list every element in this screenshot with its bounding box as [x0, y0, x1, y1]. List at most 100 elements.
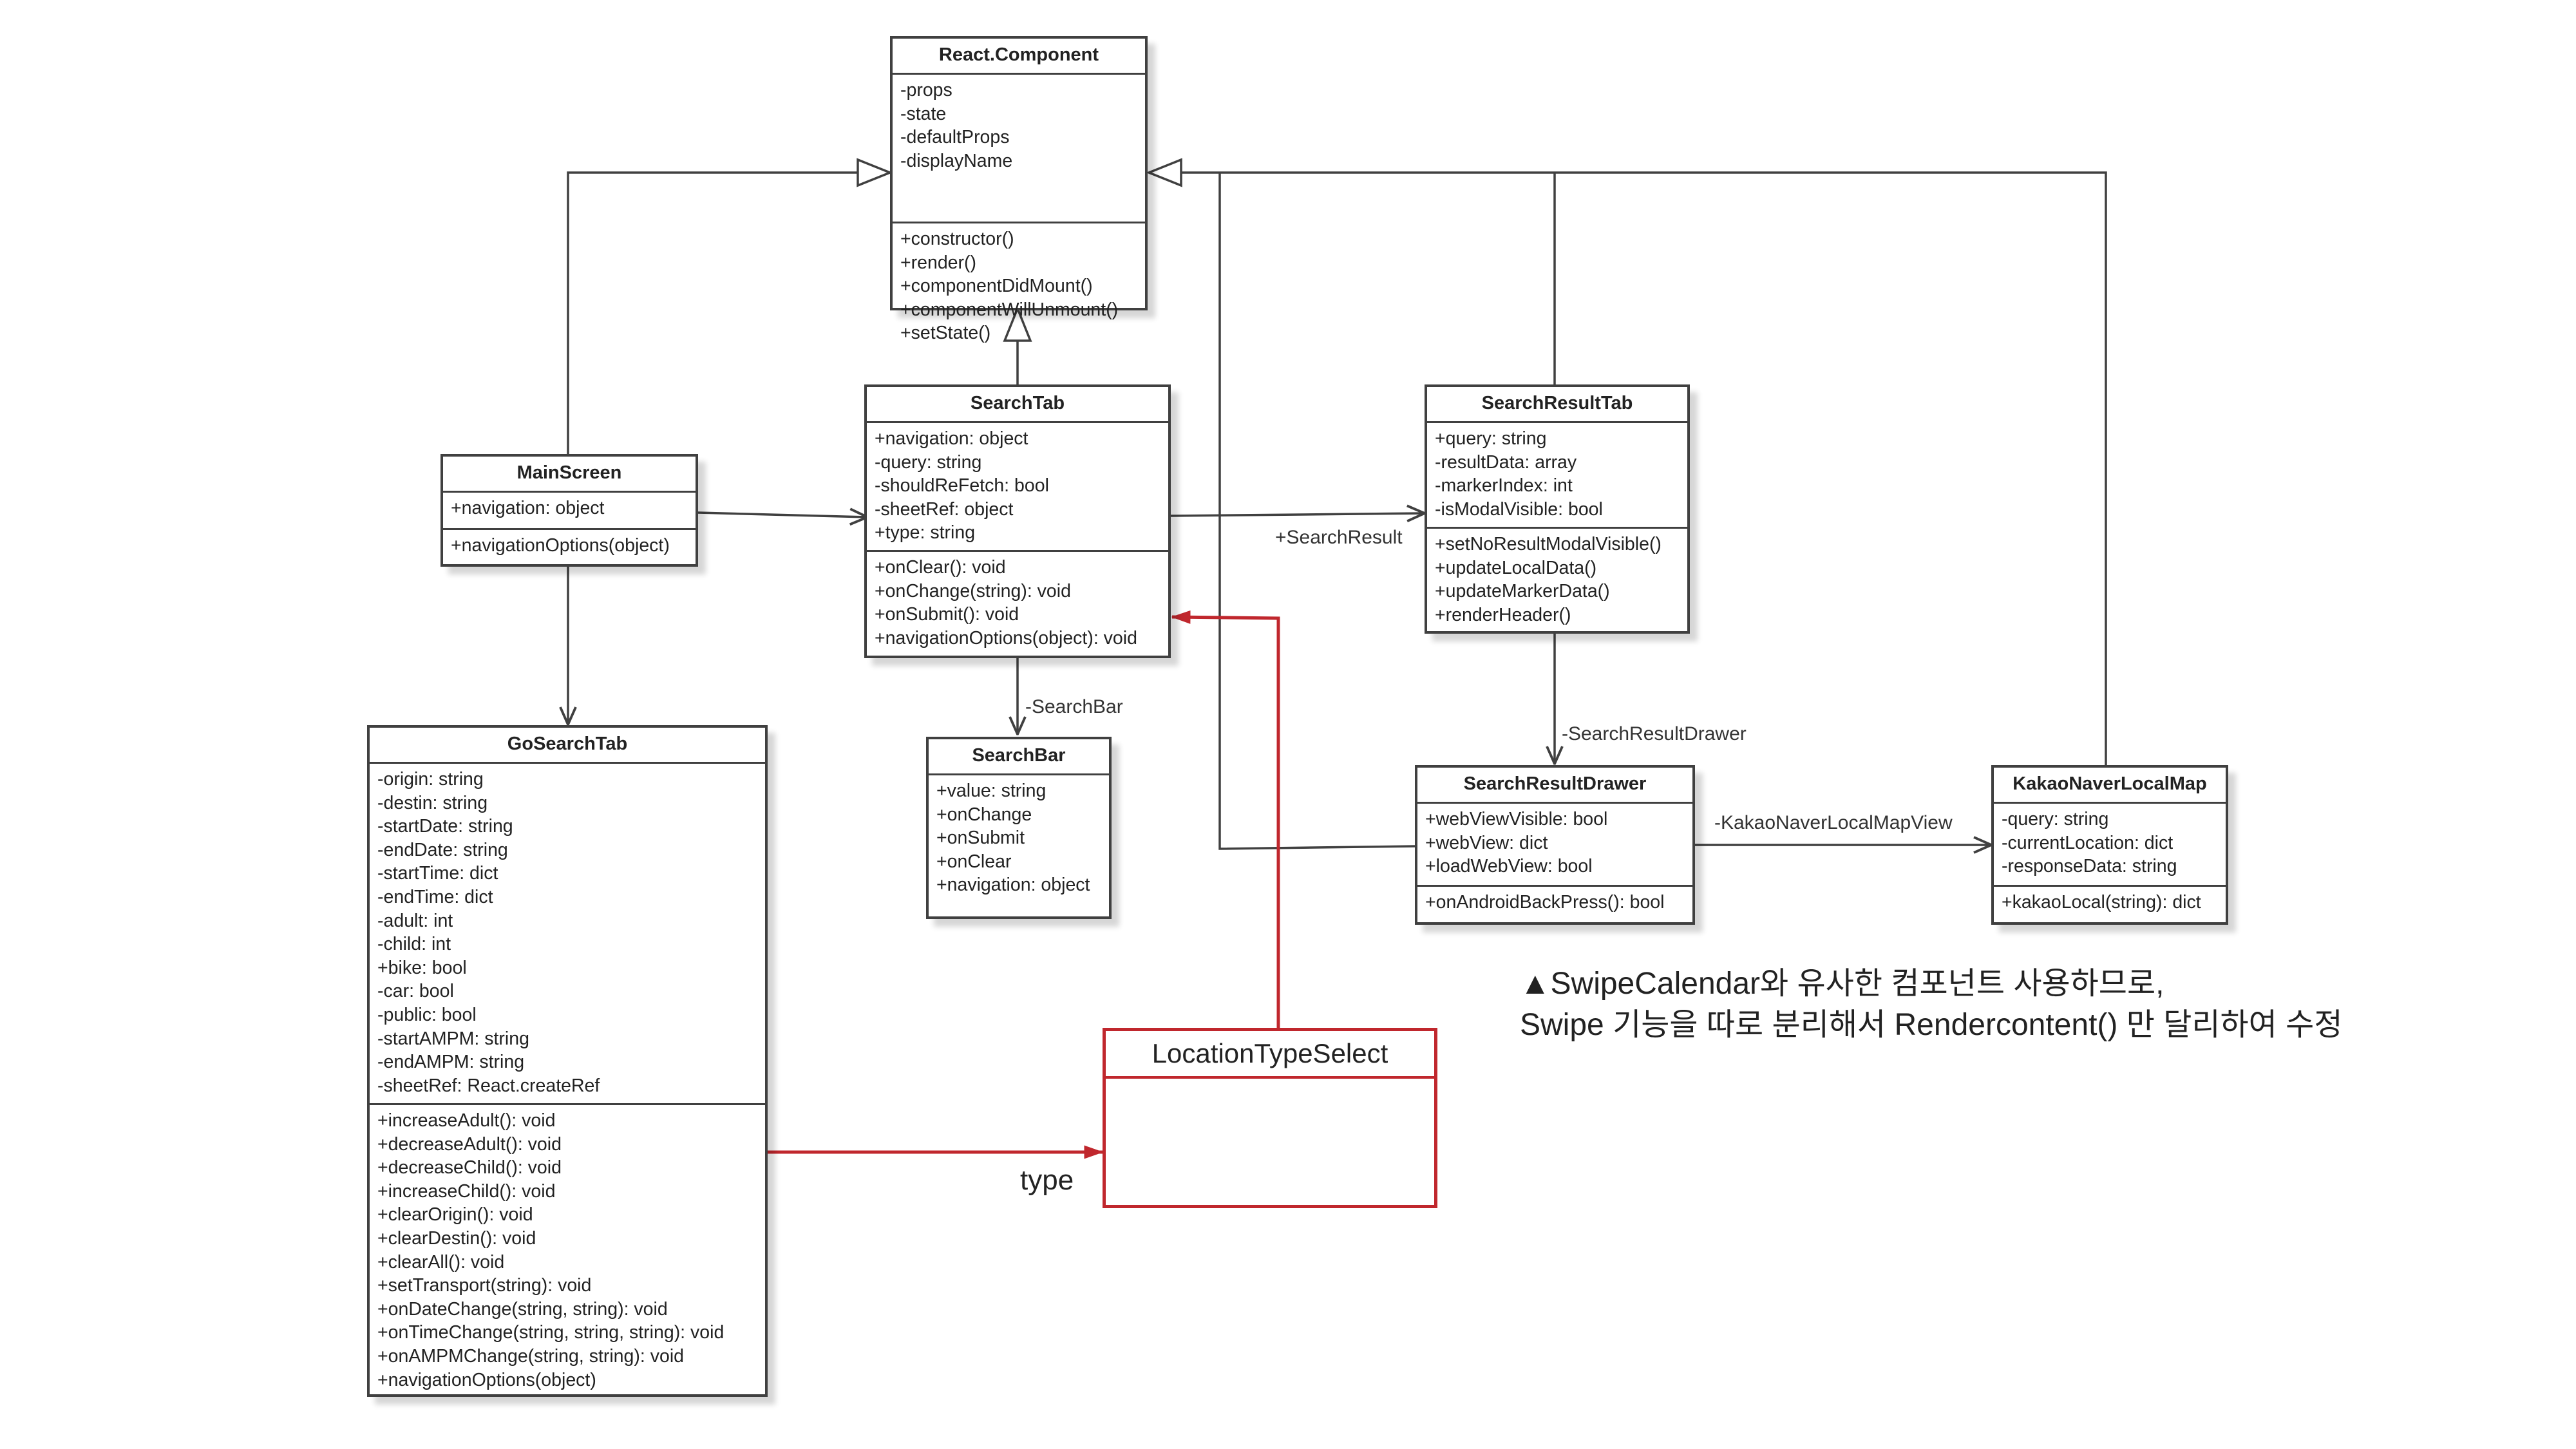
attribute: +navigation: object	[936, 875, 1090, 896]
attribute: +bike: bool	[377, 957, 467, 978]
class-location-type-select: LocationTypeSelect	[1103, 1028, 1437, 1208]
class-title: GoSearchTab	[370, 728, 765, 764]
class-title: SearchBar	[929, 739, 1109, 775]
class-search-tab: SearchTab +navigation: object -query: st…	[864, 384, 1171, 658]
method: +increaseChild(): void	[377, 1180, 556, 1202]
attribute: +navigation: object	[875, 428, 1028, 449]
method: +decreaseAdult(): void	[377, 1133, 562, 1155]
attribute: -query: string	[875, 451, 982, 473]
class-title: React.Component	[893, 39, 1145, 75]
class-go-search-tab: GoSearchTab -origin: string -destin: str…	[367, 725, 768, 1397]
class-search-result-drawer: SearchResultDrawer +webViewVisible: bool…	[1415, 765, 1695, 925]
method: +constructor()	[900, 229, 1014, 249]
method: +onAMPMChange(string, string): void	[377, 1345, 684, 1367]
attribute: -origin: string	[377, 769, 484, 790]
methods-section: +increaseAdult(): void +decreaseAdult():…	[370, 1103, 765, 1394]
methods-section: +kakaoLocal(string): dict	[1994, 885, 2226, 917]
method: +onClear(): void	[875, 557, 1006, 578]
attribute: -endTime: dict	[377, 886, 493, 907]
attribute: -sheetRef: React.createRef	[377, 1075, 600, 1096]
attributes-section: +query: string -resultData: array -marke…	[1427, 423, 1687, 527]
attribute: +query: string	[1435, 428, 1547, 449]
method: +navigationOptions(object)	[451, 535, 670, 556]
attribute: -defaultProps	[900, 127, 1010, 148]
method: +setState()	[900, 323, 991, 344]
method: +render()	[900, 252, 977, 273]
method: +setTransport(string): void	[377, 1275, 592, 1296]
method: +kakaoLocal(string): dict	[2002, 892, 2201, 913]
attribute: -currentLocation: dict	[2002, 832, 2174, 853]
edge-label-kakaomap: -KakaoNaverLocalMapView	[1714, 812, 1953, 833]
edge-label-searchbar: -SearchBar	[1025, 696, 1123, 717]
attribute: -resultData: array	[1435, 451, 1577, 473]
attributes-section: -origin: string -destin: string -startDa…	[370, 764, 765, 1103]
class-title: SearchResultTab	[1427, 387, 1687, 423]
method: +onChange(string): void	[875, 580, 1071, 601]
attributes-section: +navigation: object	[443, 493, 696, 528]
assoc-searchtab-searchresulttab	[1170, 513, 1425, 516]
attribute: -isModalVisible: bool	[1435, 498, 1603, 520]
attribute: -car: bool	[377, 981, 454, 1002]
inheritance-line-mainscreen	[567, 171, 858, 454]
attribute: +navigation: object	[451, 498, 605, 518]
attributes-section: -props -state -defaultProps -displayName	[893, 75, 1145, 222]
method: +increaseAdult(): void	[377, 1110, 556, 1131]
attribute: +loadWebView: bool	[1425, 856, 1593, 877]
method: +onAndroidBackPress(): bool	[1425, 892, 1665, 913]
attribute: -endDate: string	[377, 839, 508, 860]
class-main-screen: MainScreen +navigation: object +navigati…	[440, 454, 698, 567]
edge-label-searchresultdrawer: -SearchResultDrawer	[1562, 723, 1747, 744]
design-note: ▲SwipeCalendar와 유사한 컴포넌트 사용하므로, Swipe 기능…	[1520, 963, 2343, 1046]
class-kakao-naver-local-map: KakaoNaverLocalMap -query: string -curre…	[1991, 765, 2228, 925]
attribute: +webViewVisible: bool	[1425, 809, 1608, 829]
attributes-section: +value: string +onChange +onSubmit +onCl…	[929, 775, 1109, 900]
attribute: -startDate: string	[377, 816, 513, 837]
methods-section: +setNoResultModalVisible() +updateLocalD…	[1427, 527, 1687, 629]
assoc-mainscreen-searchtab	[697, 513, 867, 517]
note-line-1: ▲SwipeCalendar와 유사한 컴포넌트 사용하므로,	[1520, 967, 2164, 1001]
method: +componentWillUnmount()	[900, 299, 1119, 320]
attribute: +onClear	[936, 851, 1012, 872]
class-react-component: React.Component -props -state -defaultPr…	[890, 36, 1148, 343]
method: +onDateChange(string, string): void	[377, 1298, 668, 1320]
attribute: -props	[900, 80, 952, 100]
attribute: -markerIndex: int	[1435, 475, 1573, 497]
attributes-section: -query: string -currentLocation: dict -r…	[1994, 804, 2226, 885]
attribute: -adult: int	[377, 910, 453, 931]
attribute: -endAMPM: string	[377, 1052, 525, 1073]
attribute: +onSubmit	[936, 828, 1025, 849]
method: +setNoResultModalVisible()	[1435, 534, 1662, 554]
class-title: SearchTab	[867, 387, 1168, 423]
attribute: -sheetRef: object	[875, 498, 1014, 520]
edge-label-searchresult: +SearchResult	[1275, 527, 1403, 548]
attribute: +type: string	[875, 522, 976, 544]
method: +componentDidMount()	[900, 276, 1093, 297]
method: +renderHeader()	[1435, 604, 1571, 625]
attribute: -startTime: dict	[377, 863, 498, 884]
attribute: -child: int	[377, 934, 451, 955]
attribute: +value: string	[936, 781, 1046, 801]
inheritance-arrowhead-right	[1146, 158, 1182, 187]
methods-section: +onAndroidBackPress(): bool	[1417, 885, 1692, 917]
class-title: SearchResultDrawer	[1417, 768, 1692, 804]
edge-label-type: type	[1020, 1164, 1074, 1196]
class-title: LocationTypeSelect	[1106, 1031, 1434, 1079]
method: +clearOrigin(): void	[377, 1204, 533, 1226]
method: +onTimeChange(string, string, string): v…	[377, 1322, 724, 1343]
attribute: -shouldReFetch: bool	[875, 475, 1049, 497]
method: +clearDestin(): void	[377, 1227, 536, 1249]
class-title: MainScreen	[443, 457, 696, 493]
attribute: -public: bool	[377, 1004, 477, 1025]
methods-section: +constructor() +render() +componentDidMo…	[893, 222, 1145, 348]
method: +onSubmit(): void	[875, 604, 1019, 625]
method: +updateLocalData()	[1435, 557, 1597, 578]
method: +clearAll(): void	[377, 1251, 505, 1273]
attribute: -responseData: string	[2002, 856, 2177, 877]
attribute: -destin: string	[377, 792, 488, 813]
methods-section: +navigationOptions(object)	[443, 528, 696, 560]
method: +decreaseChild(): void	[377, 1157, 562, 1179]
inheritance-arrowhead-bottom	[1003, 305, 1032, 342]
method: +updateMarkerData()	[1435, 581, 1610, 602]
attribute: -state	[900, 103, 947, 124]
